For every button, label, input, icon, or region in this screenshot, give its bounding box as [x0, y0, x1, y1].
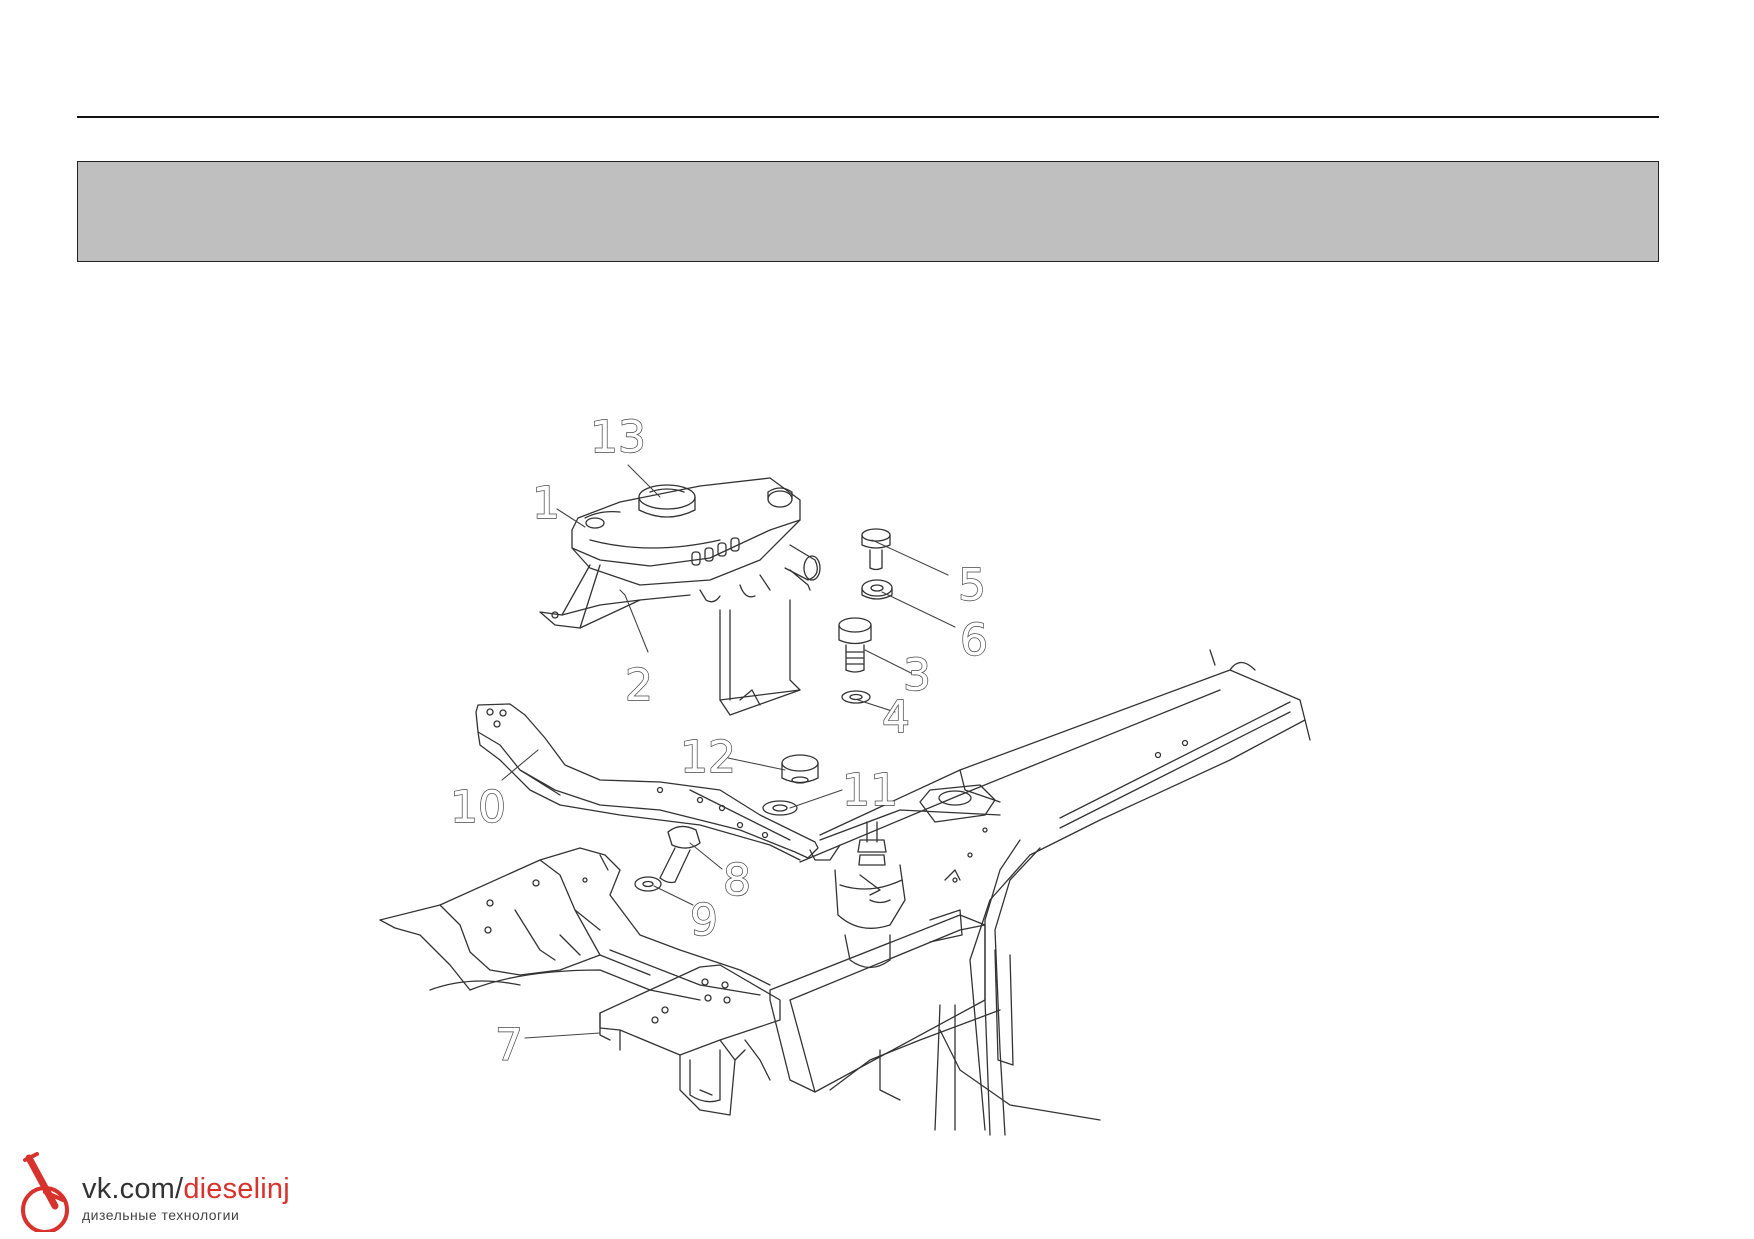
frame-bracket-7: [599, 964, 781, 1116]
callout-11: 11: [842, 765, 898, 816]
top-rule: [77, 116, 1659, 118]
watermark-subtitle: дизельные технологии: [82, 1207, 240, 1223]
callout-8: 8: [723, 855, 751, 906]
callout-9: 9: [690, 895, 718, 946]
callout-13: 13: [590, 412, 646, 463]
callout-1: 1: [532, 478, 560, 529]
box-section-rail: [769, 914, 1101, 1131]
frame-mount-pad: [809, 784, 1001, 896]
cylindrical-mount: [834, 864, 963, 969]
callout-10: 10: [450, 782, 506, 833]
callout-5: 5: [958, 560, 986, 611]
leader-lines: [501, 464, 956, 1039]
callout-2: 2: [625, 660, 653, 711]
watermark-url-accent: dieselinj: [183, 1173, 290, 1205]
callout-3: 3: [903, 650, 931, 701]
mount-stud-nut: [857, 821, 887, 866]
rubber-mount-12: [781, 754, 819, 784]
washer-6: [861, 579, 893, 600]
bolt-3: [838, 617, 872, 673]
callout-7: 7: [495, 1020, 523, 1071]
callout-6: 6: [960, 615, 988, 666]
dieselinj-logo: [21, 1152, 69, 1232]
crossmember-10: [475, 703, 819, 861]
callout-12: 12: [680, 732, 736, 783]
left-frame-section: [379, 847, 771, 1001]
frame-rail: [799, 649, 1311, 1136]
bolt-5: [861, 528, 891, 571]
washer-11: [762, 800, 798, 816]
washer-4: [841, 690, 871, 704]
washer-9: [634, 876, 662, 892]
bolt-8: [659, 825, 701, 884]
watermark-url[interactable]: vk.com/dieselinj: [82, 1173, 290, 1206]
reservoir-tank: [571, 477, 821, 603]
callout-4: 4: [882, 692, 910, 743]
watermark-url-prefix: vk.com/: [82, 1173, 184, 1205]
header-band: [77, 161, 1659, 262]
tank-bracket: [539, 564, 801, 716]
filler-cap: [638, 484, 696, 518]
